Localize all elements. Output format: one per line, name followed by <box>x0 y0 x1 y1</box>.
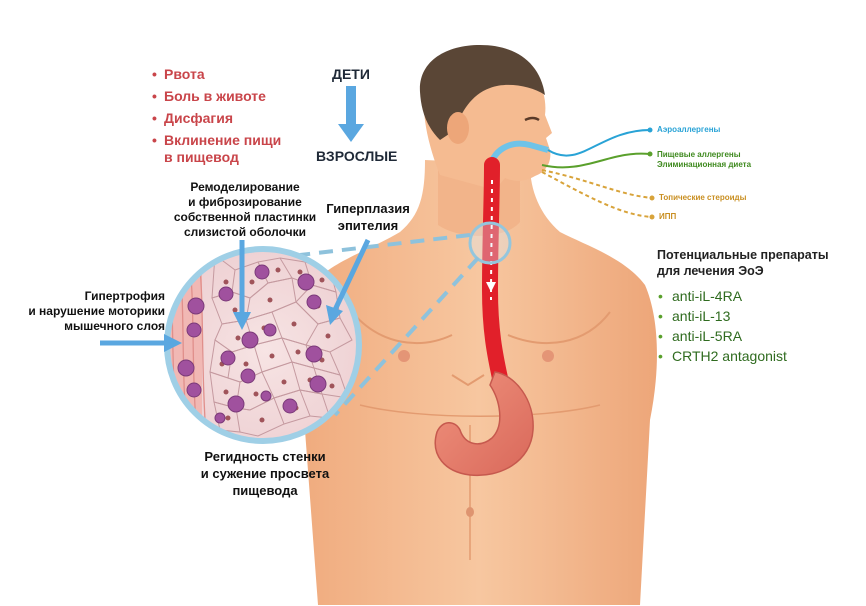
trigger-label-ppi: ИПП <box>659 212 677 221</box>
symptom-item: •Дисфагия <box>152 110 234 126</box>
drug-item: •anti-iL-5RA <box>658 328 743 344</box>
stomach <box>434 371 534 477</box>
age-arrow <box>338 86 364 142</box>
trigger-label-aeroallergens: Аэроаллергены <box>657 125 721 134</box>
drugs-title: Потенциальные препараты для лечения ЭоЭ <box>657 248 829 278</box>
symptom-list: •Рвота •Боль в животе •Дисфагия •Вклинен… <box>152 66 281 171</box>
drug-item: •anti-iL-4RA <box>658 288 743 304</box>
drug-item: •anti-iL-13 <box>658 308 731 324</box>
symptom-item: •Рвота <box>152 66 205 82</box>
trigger-label-steroids: Топические стероиды <box>659 193 747 202</box>
drug-list: •anti-iL-4RA •anti-iL-13 •anti-iL-5RA •C… <box>658 286 787 366</box>
callout-remodeling: Ремоделирование и фиброзирование собстве… <box>173 180 317 239</box>
drug-item: •CRTH2 antagonist <box>658 348 787 364</box>
symptom-item: •Вклинение пищи в пищевод <box>152 132 282 165</box>
left-nipple <box>398 350 410 362</box>
navel <box>466 507 474 517</box>
eosinophils <box>177 264 327 424</box>
eye <box>524 116 540 122</box>
age-label-adults: ВЗРОСЛЫЕ <box>316 148 398 164</box>
callout-hyperplasia: Гиперплазия эпителия <box>326 201 410 233</box>
pointer-arrows <box>100 238 371 352</box>
callout-hypertrophy: Гипертрофия и нарушение моторики мышечно… <box>28 289 165 333</box>
callout-rigidity: Регидность стенки и сужение просвета пищ… <box>200 449 330 498</box>
trigger-lines <box>541 129 653 218</box>
torso <box>301 160 657 605</box>
ear <box>447 112 469 144</box>
throat-zoom-marker <box>468 221 512 265</box>
trigger-label-food: Пищевые аллергены Элиминационная диета <box>657 150 752 169</box>
age-label-children: ДЕТИ <box>332 66 370 82</box>
symptom-item: •Боль в животе <box>152 88 266 104</box>
right-nipple <box>542 350 554 362</box>
